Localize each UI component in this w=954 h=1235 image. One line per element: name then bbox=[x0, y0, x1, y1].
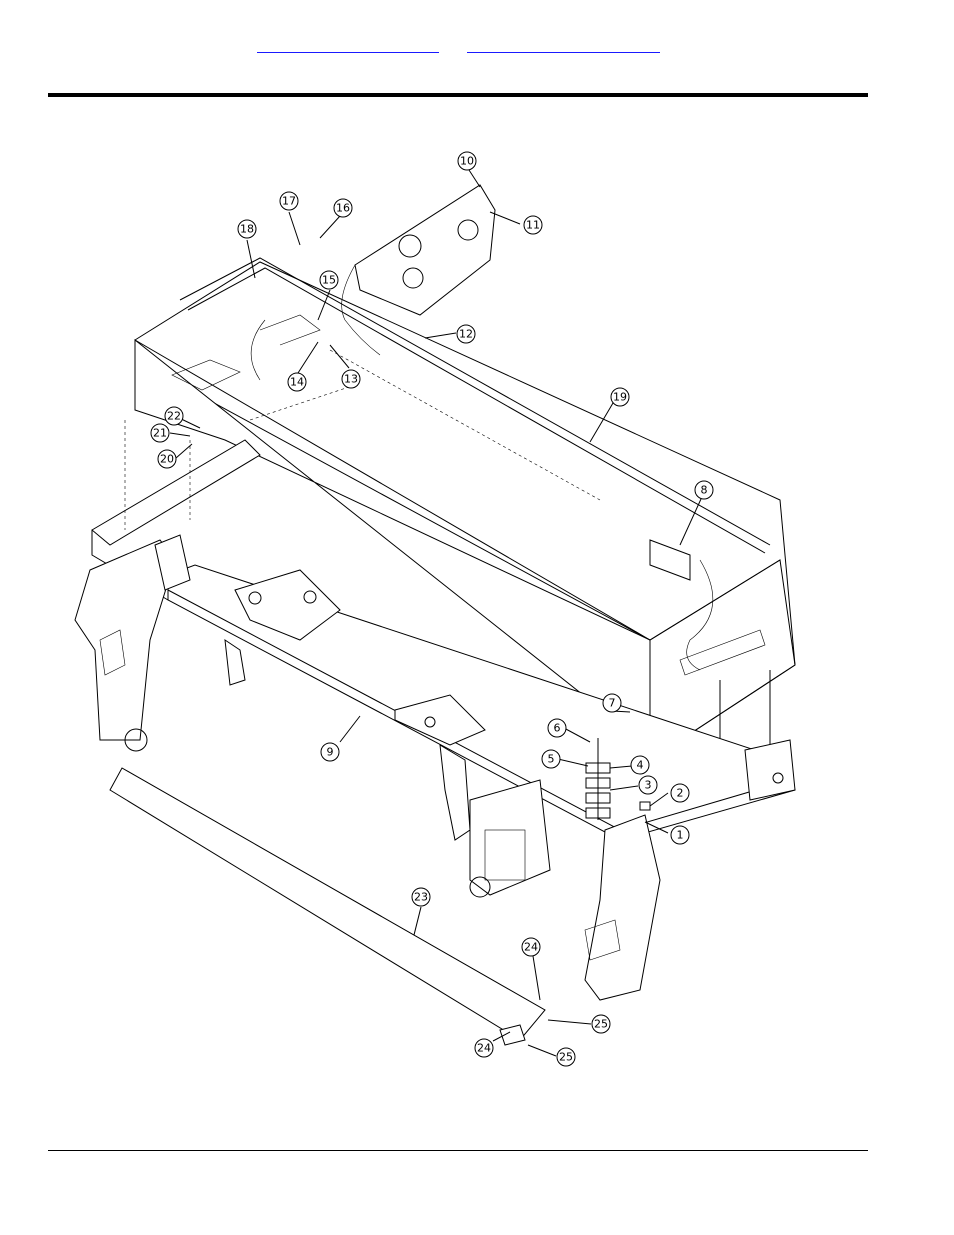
callout-24b: 24 bbox=[475, 1039, 493, 1057]
callout-10: 10 bbox=[458, 152, 476, 170]
callout-23: 23 bbox=[412, 888, 430, 906]
header-link-1[interactable] bbox=[257, 38, 439, 54]
callout-19: 19 bbox=[611, 388, 629, 406]
callout-14: 14 bbox=[288, 373, 306, 391]
svg-text:16: 16 bbox=[336, 202, 350, 215]
svg-text:7: 7 bbox=[609, 697, 616, 710]
svg-text:14: 14 bbox=[290, 376, 304, 389]
callout-4: 4 bbox=[631, 756, 649, 774]
svg-text:18: 18 bbox=[240, 223, 254, 236]
svg-text:5: 5 bbox=[548, 753, 555, 766]
svg-text:13: 13 bbox=[344, 373, 358, 386]
parts-exploded-diagram: 1 2 3 4 5 6 7 8 9 10 11 12 13 14 15 16 1… bbox=[70, 140, 805, 1080]
callout-13: 13 bbox=[342, 370, 360, 388]
callout-24a: 24 bbox=[522, 938, 540, 956]
callout-9: 9 bbox=[321, 743, 339, 761]
callout-17: 17 bbox=[280, 192, 298, 210]
callout-7: 7 bbox=[603, 694, 621, 712]
svg-text:2: 2 bbox=[677, 787, 684, 800]
svg-text:12: 12 bbox=[459, 328, 473, 341]
callout-18: 18 bbox=[238, 220, 256, 238]
callout-21: 21 bbox=[151, 424, 169, 442]
callout-3: 3 bbox=[639, 776, 657, 794]
callout-6: 6 bbox=[548, 719, 566, 737]
callout-12: 12 bbox=[457, 325, 475, 343]
svg-text:20: 20 bbox=[160, 453, 174, 466]
svg-text:19: 19 bbox=[613, 391, 627, 404]
svg-text:21: 21 bbox=[153, 427, 167, 440]
callout-25a: 25 bbox=[592, 1015, 610, 1033]
svg-text:25: 25 bbox=[559, 1051, 573, 1064]
footer-rule bbox=[48, 1150, 868, 1151]
svg-text:1: 1 bbox=[677, 829, 684, 842]
svg-text:25: 25 bbox=[594, 1018, 608, 1031]
svg-text:6: 6 bbox=[554, 722, 561, 735]
svg-text:9: 9 bbox=[327, 746, 334, 759]
svg-text:23: 23 bbox=[414, 891, 428, 904]
callout-22: 22 bbox=[165, 407, 183, 425]
svg-text:11: 11 bbox=[526, 219, 540, 232]
svg-text:3: 3 bbox=[645, 779, 652, 792]
svg-text:4: 4 bbox=[637, 759, 644, 772]
svg-text:17: 17 bbox=[282, 195, 296, 208]
callout-25b: 25 bbox=[557, 1048, 575, 1066]
callout-2: 2 bbox=[671, 784, 689, 802]
callout-11: 11 bbox=[524, 216, 542, 234]
svg-text:22: 22 bbox=[167, 410, 181, 423]
callout-8: 8 bbox=[695, 481, 713, 499]
svg-text:24: 24 bbox=[524, 941, 538, 954]
callout-16: 16 bbox=[334, 199, 352, 217]
callout-5: 5 bbox=[542, 750, 560, 768]
svg-text:10: 10 bbox=[460, 155, 474, 168]
svg-text:24: 24 bbox=[477, 1042, 491, 1055]
svg-text:15: 15 bbox=[322, 274, 336, 287]
header-rule bbox=[48, 93, 868, 97]
callout-20: 20 bbox=[158, 450, 176, 468]
svg-text:8: 8 bbox=[701, 484, 708, 497]
callout-15: 15 bbox=[320, 271, 338, 289]
callout-1: 1 bbox=[671, 826, 689, 844]
header-link-2[interactable] bbox=[467, 38, 660, 54]
